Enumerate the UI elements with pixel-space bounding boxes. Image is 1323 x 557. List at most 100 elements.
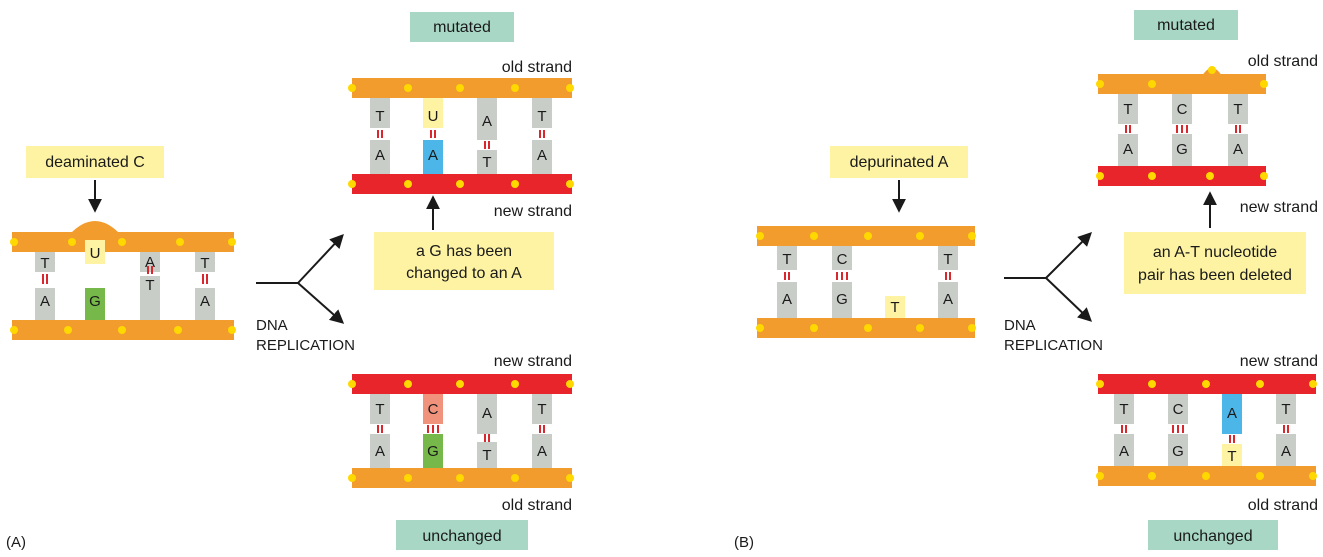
phosphates bbox=[348, 380, 574, 482]
deletion-note-box bbox=[1124, 232, 1306, 294]
base-adenine-mutant bbox=[423, 140, 443, 174]
base bbox=[532, 394, 552, 424]
mutated-label-box bbox=[1134, 10, 1238, 40]
base-thymine bbox=[1222, 444, 1242, 466]
deletion-note-line2: pair has been deleted bbox=[1138, 267, 1292, 284]
base-letter: U bbox=[428, 108, 439, 125]
base-letter: T bbox=[1233, 101, 1242, 118]
dna-label: DNA bbox=[256, 317, 288, 334]
base bbox=[140, 276, 160, 320]
new-strand-backbone bbox=[1098, 166, 1266, 186]
base bbox=[1168, 394, 1188, 424]
depurinated-a-label: depurinated A bbox=[850, 154, 949, 171]
base bbox=[1228, 94, 1248, 124]
old-strand-label: old strand bbox=[1248, 497, 1318, 514]
base-letter: T bbox=[890, 299, 899, 316]
phosphates bbox=[10, 238, 236, 334]
hydrogen-bonds bbox=[377, 425, 545, 442]
base bbox=[938, 246, 958, 270]
panel-a-label: (A) bbox=[6, 534, 26, 551]
base-letter: T bbox=[782, 251, 791, 268]
depurinated-a-label-box bbox=[830, 146, 968, 178]
base-letter: T bbox=[375, 401, 384, 418]
hydrogen-bonds bbox=[1125, 125, 1241, 133]
base bbox=[532, 98, 552, 128]
base-letter: A bbox=[1119, 443, 1129, 460]
base-thymine-orphan bbox=[885, 296, 905, 318]
base bbox=[1228, 134, 1248, 166]
base bbox=[370, 140, 390, 174]
mutated-duplex-b: T C T A G A bbox=[1096, 66, 1268, 186]
base-letter: A bbox=[40, 293, 50, 310]
unchanged-label-box bbox=[396, 520, 528, 550]
new-strand-label: new strand bbox=[1240, 199, 1318, 216]
old-strand-label: old strand bbox=[502, 497, 572, 514]
base-letter: T bbox=[1281, 401, 1290, 418]
base bbox=[195, 252, 215, 272]
hydrogen-bonds bbox=[42, 266, 208, 284]
unchanged-label: unchanged bbox=[422, 528, 501, 545]
base bbox=[1118, 94, 1138, 124]
base-letter: T bbox=[1119, 401, 1128, 418]
new-strand-label: new strand bbox=[494, 203, 572, 220]
mutated-duplex-a: T U A T A A T A bbox=[348, 78, 574, 194]
base-letter: C bbox=[428, 401, 439, 418]
base bbox=[1172, 94, 1192, 124]
unchanged-label-box bbox=[1148, 520, 1278, 550]
base bbox=[777, 246, 797, 270]
base-letter: A bbox=[1281, 443, 1291, 460]
base-letter: A bbox=[1123, 141, 1133, 158]
base-letter: C bbox=[1173, 401, 1184, 418]
base bbox=[1276, 394, 1296, 424]
deaminated-c-label: deaminated C bbox=[45, 154, 145, 171]
base-letter: T bbox=[145, 277, 154, 294]
base-letter: T bbox=[40, 255, 49, 272]
old-strand-label: old strand bbox=[1248, 53, 1318, 70]
base bbox=[777, 282, 797, 318]
mutation-note-box bbox=[374, 232, 554, 290]
old-strand-label: old strand bbox=[502, 59, 572, 76]
base-letter: A bbox=[482, 405, 492, 422]
phosphates bbox=[1096, 66, 1268, 180]
replication-label: REPLICATION bbox=[256, 337, 355, 354]
fork-arrow-down bbox=[297, 282, 345, 324]
base-letter: T bbox=[537, 401, 546, 418]
mutated-label: mutated bbox=[1157, 17, 1215, 34]
base bbox=[370, 394, 390, 424]
mutated-label: mutated bbox=[433, 19, 491, 36]
old-strand-backbone bbox=[1098, 74, 1266, 94]
original-duplex-b: T C T A G T A bbox=[756, 226, 976, 338]
phosphates bbox=[348, 84, 574, 188]
unchanged-label: unchanged bbox=[1173, 528, 1252, 545]
base-letter: A bbox=[943, 291, 953, 308]
base bbox=[370, 434, 390, 468]
base bbox=[477, 98, 497, 140]
base-letter: T bbox=[1227, 448, 1236, 465]
base bbox=[35, 288, 55, 320]
base-letter: T bbox=[943, 251, 952, 268]
base-letter: T bbox=[482, 447, 491, 464]
base bbox=[477, 150, 497, 174]
base bbox=[1172, 134, 1192, 166]
base-letter: A bbox=[200, 293, 210, 310]
base-cytosine bbox=[423, 394, 443, 424]
base bbox=[532, 140, 552, 174]
base bbox=[477, 442, 497, 468]
base-letter: A bbox=[428, 147, 438, 164]
base-letter: G bbox=[1172, 443, 1184, 460]
unchanged-duplex-b: T C A T A G T A bbox=[1096, 374, 1317, 486]
phosphates bbox=[756, 232, 976, 332]
fork-arrow-down bbox=[1045, 277, 1093, 322]
base-letter: G bbox=[427, 443, 439, 460]
base bbox=[938, 282, 958, 318]
base bbox=[832, 282, 852, 318]
base-letter: A bbox=[782, 291, 792, 308]
base bbox=[1168, 434, 1188, 466]
phosphates bbox=[1096, 380, 1317, 480]
base-adenine-new bbox=[1222, 394, 1242, 434]
base-letter: A bbox=[537, 147, 547, 164]
base bbox=[370, 98, 390, 128]
base-letter: A bbox=[482, 113, 492, 130]
mutation-note-line2: changed to an A bbox=[406, 265, 522, 282]
